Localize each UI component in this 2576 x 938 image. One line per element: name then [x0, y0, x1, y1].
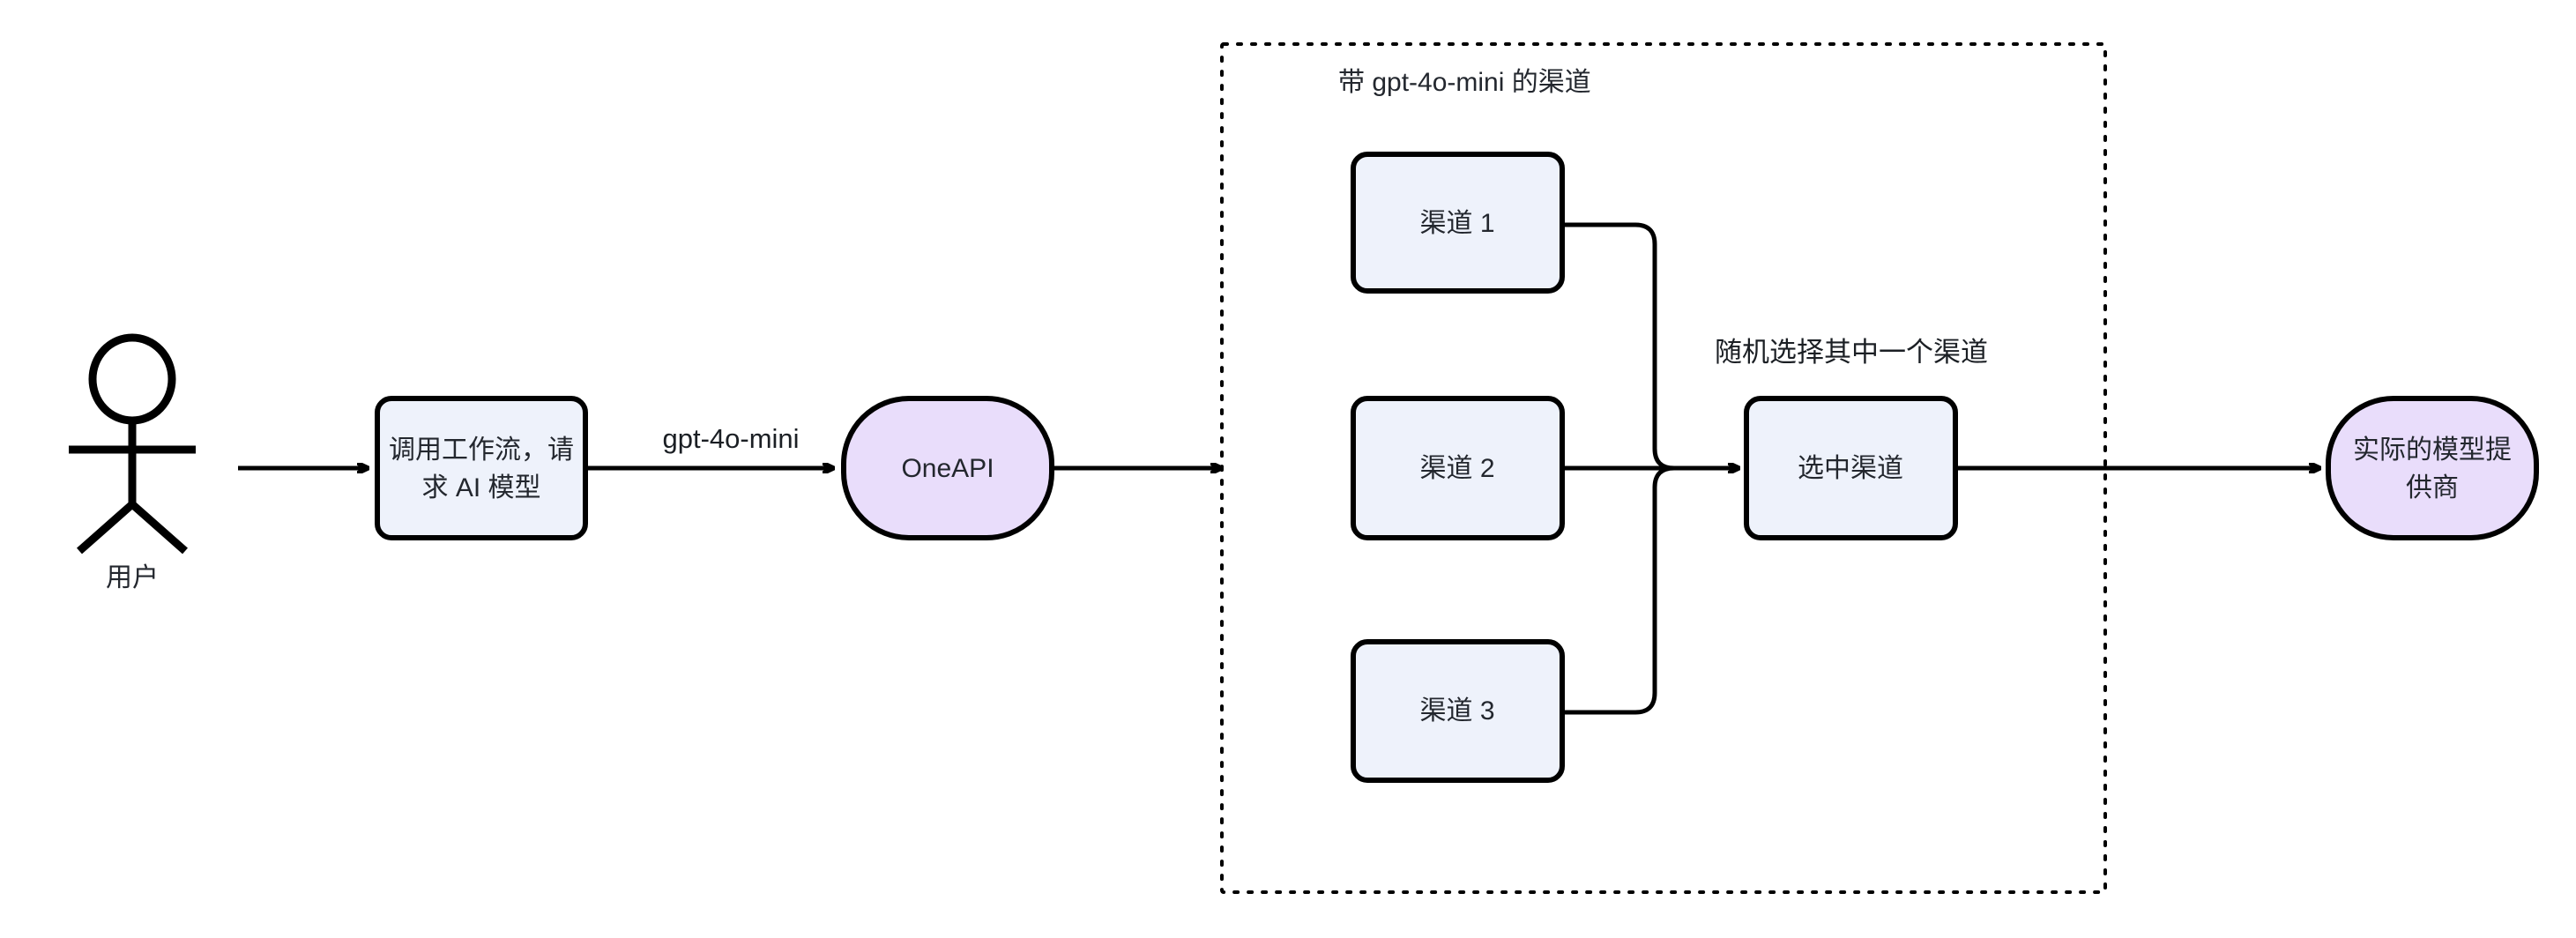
- actor-user: 用户: [69, 333, 196, 592]
- channel-pool-group-label: 带 gpt-4o-mini 的渠道: [1338, 68, 1591, 97]
- node-workflow[interactable]: 调用工作流，请 求 AI 模型: [375, 396, 588, 540]
- node-workflow-label-line1: 调用工作流，请: [389, 436, 574, 465]
- node-channel-2-label: 渠道 2: [1419, 454, 1494, 483]
- node-workflow-shape[interactable]: [375, 396, 588, 540]
- node-provider-shape[interactable]: [2326, 396, 2539, 540]
- node-channel-2[interactable]: 渠道 2: [1351, 396, 1565, 540]
- user-legs-icon: [77, 498, 188, 555]
- edge-label-random-pick: 随机选择其中一个渠道: [1715, 337, 1988, 368]
- node-provider[interactable]: 实际的模型提 供商: [2326, 396, 2539, 540]
- node-selected-channel-label: 选中渠道: [1798, 454, 1903, 483]
- node-oneapi-label: OneAPI: [901, 454, 994, 483]
- edge-channel-1-to-selected: [1562, 222, 1675, 471]
- edge-label-model-name: gpt-4o-mini: [662, 423, 799, 454]
- node-channel-3-label: 渠道 3: [1419, 696, 1494, 726]
- actor-user-label: 用户: [106, 563, 159, 592]
- node-channel-1-label: 渠道 1: [1419, 209, 1494, 238]
- user-head-icon: [88, 333, 176, 425]
- node-provider-label-line2: 供商: [2406, 473, 2459, 502]
- node-selected-channel[interactable]: 选中渠道: [1744, 396, 1958, 540]
- edge-channel-3-to-selected: [1562, 465, 1675, 715]
- node-channel-1[interactable]: 渠道 1: [1351, 152, 1565, 294]
- node-channel-3[interactable]: 渠道 3: [1351, 639, 1565, 783]
- node-provider-label-line1: 实际的模型提: [2353, 436, 2512, 465]
- node-workflow-label-line2: 求 AI 模型: [421, 473, 540, 502]
- node-oneapi[interactable]: OneAPI: [841, 396, 1054, 540]
